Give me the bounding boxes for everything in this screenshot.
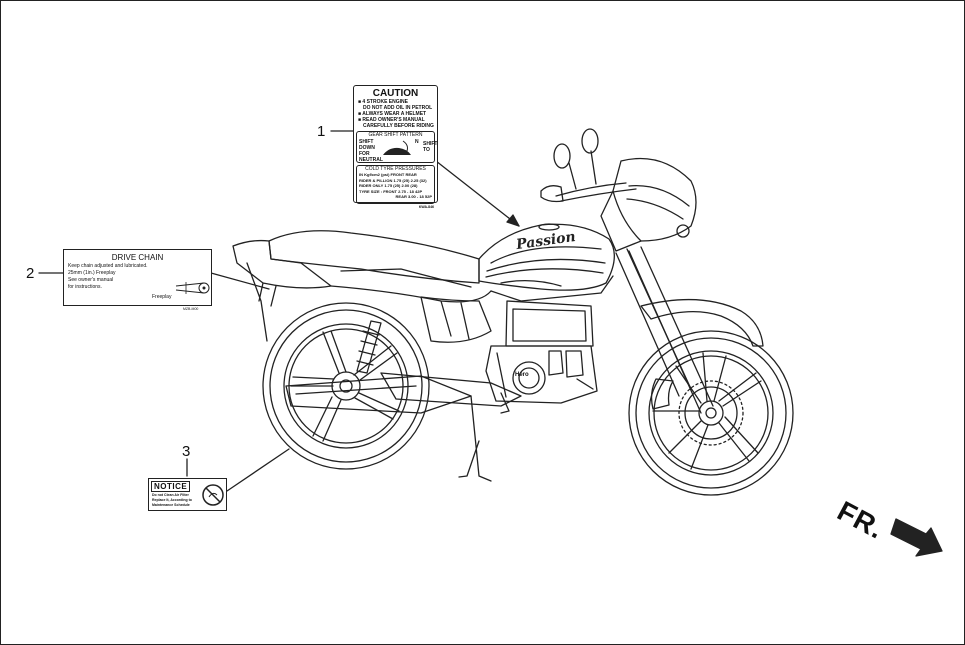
- shoe-icon: [383, 140, 411, 155]
- callout-1: 1: [317, 123, 326, 140]
- gear-right-text: SHIFT: [423, 141, 438, 147]
- drive-chain-label: DRIVE CHAIN Keep chain adjusted and lubr…: [63, 249, 212, 306]
- chain-sprocket-icon: [175, 282, 210, 294]
- tyre-pressure-panel: COLD TYRE PRESSURES IN Kgf/cm2 (psi) FRO…: [356, 165, 435, 204]
- gear-left-text: FOR: [359, 151, 370, 157]
- drive-chain-line: Keep chain adjusted and lubricated.: [68, 263, 148, 269]
- drive-chain-line: for instructions.: [68, 284, 102, 290]
- tyre-row: RIDER ONLY 1.75 (25) 2.00 (28): [359, 183, 418, 188]
- frame-and-side-panel: [420, 275, 614, 347]
- caution-line: ■ READ OWNER'S MANUAL: [358, 117, 425, 123]
- caution-title: CAUTION: [372, 88, 419, 99]
- gear-shift-title: GEAR SHIFT PATTERN: [368, 132, 423, 138]
- swingarm-exhaust-stand: [285, 320, 522, 482]
- tyre-row: REAR 3.00 - 18 52P: [395, 194, 432, 199]
- front-direction-arrow: [890, 518, 943, 557]
- caution-label: CAUTION ■ 4 STROKE ENGINE DO NOT ADD OIL…: [353, 85, 438, 209]
- engine: [485, 345, 598, 414]
- gear-neutral: N: [415, 139, 419, 145]
- drive-chain-line: See owner's manual: [68, 277, 114, 283]
- callout-2: 2: [26, 265, 35, 282]
- leader-lines: [38, 130, 520, 492]
- gear-left-text: DOWN: [359, 145, 375, 151]
- gear-left-text: NEUTRAL: [359, 157, 383, 163]
- gear-shift-panel: GEAR SHIFT PATTERN SHIFT DOWN FOR NEUTRA…: [356, 131, 438, 163]
- tyre-row: IN Kgf/cm2 (psi) FRONT REAR: [359, 172, 417, 177]
- engine-badge: Hero: [515, 372, 529, 378]
- tyre-title: COLD TYRE PRESSURES: [365, 166, 426, 172]
- drive-chain-title: DRIVE CHAIN: [111, 253, 164, 262]
- caution-line: DO NOT ADD OIL IN PETROL: [363, 105, 433, 111]
- notice-line: Replace It, According to: [152, 498, 192, 502]
- drive-chain-line: 25mm (1in.) Freeplay: [68, 270, 116, 276]
- front-end: [540, 128, 764, 414]
- notice-title: NOTICE: [151, 481, 191, 492]
- no-cleaning-icon: [202, 484, 224, 506]
- notice-line: Maintenance Schedule: [152, 503, 190, 507]
- gear-right-text: TO: [423, 147, 430, 153]
- drive-chain-code: MZB-M00: [183, 307, 199, 311]
- notice-label: NOTICE Do not Clean Air Filter Replace I…: [148, 478, 227, 511]
- caution-line: ■ ALWAYS WEAR A HELMET: [358, 111, 427, 117]
- front-wheel: [628, 330, 794, 496]
- caution-code: KWA-846: [418, 205, 434, 209]
- gear-left-text: SHIFT: [359, 139, 374, 145]
- caution-line: ■ 4 STROKE ENGINE: [358, 99, 408, 105]
- tyre-row: RIDER & PILLION 1.75 (25) 2.25 (32): [359, 177, 427, 183]
- fuel-tank: [478, 223, 615, 291]
- callout-3: 3: [182, 443, 191, 460]
- seat-and-tail: [232, 230, 492, 342]
- caution-line: CAREFULLY BEFORE RIDING: [363, 123, 434, 129]
- tyre-row: TYRE SIZE : FRONT 2.75 - 18 42P: [359, 188, 423, 194]
- freeplay-text: Freeplay: [152, 294, 172, 300]
- notice-line: Do not Clean Air Filter: [152, 493, 189, 497]
